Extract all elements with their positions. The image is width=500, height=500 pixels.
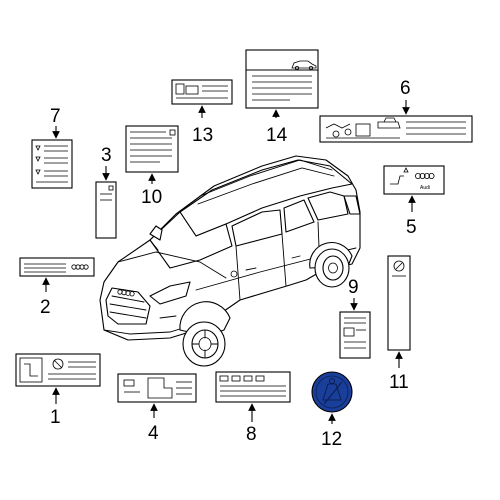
callout-4: 4	[148, 423, 159, 444]
label-5[interactable]: Audi 5	[383, 165, 445, 238]
label-9[interactable]: 9	[339, 277, 371, 359]
callout-14: 14	[266, 125, 288, 146]
callout-5: 5	[406, 217, 417, 238]
label-12[interactable]: 12	[311, 371, 353, 450]
label-13[interactable]: 13	[171, 79, 233, 146]
label-7[interactable]: 7	[31, 106, 73, 189]
callout-13: 13	[192, 125, 213, 146]
callout-3: 3	[101, 145, 112, 166]
callout-6: 6	[400, 78, 411, 99]
vehicle-illustration	[99, 155, 361, 367]
label-2[interactable]: 2	[19, 257, 95, 318]
label-4[interactable]: 4	[117, 373, 197, 444]
callout-10: 10	[141, 187, 162, 208]
callout-11: 11	[389, 372, 409, 393]
label-1[interactable]: 1	[15, 353, 101, 428]
callout-12: 12	[321, 429, 342, 450]
brand-mark: Audi	[420, 185, 430, 191]
label-8[interactable]: 8	[215, 371, 291, 445]
label-3[interactable]: 3	[95, 145, 117, 239]
callout-1: 1	[50, 407, 61, 428]
callout-8: 8	[246, 424, 257, 445]
label-14[interactable]: 14	[245, 49, 319, 146]
label-11[interactable]: 11	[387, 255, 411, 393]
callout-7: 7	[50, 106, 61, 127]
callout-2: 2	[40, 297, 51, 318]
callout-9: 9	[348, 277, 359, 298]
label-10[interactable]: 10	[125, 125, 179, 208]
label-6[interactable]: 6	[319, 78, 473, 143]
